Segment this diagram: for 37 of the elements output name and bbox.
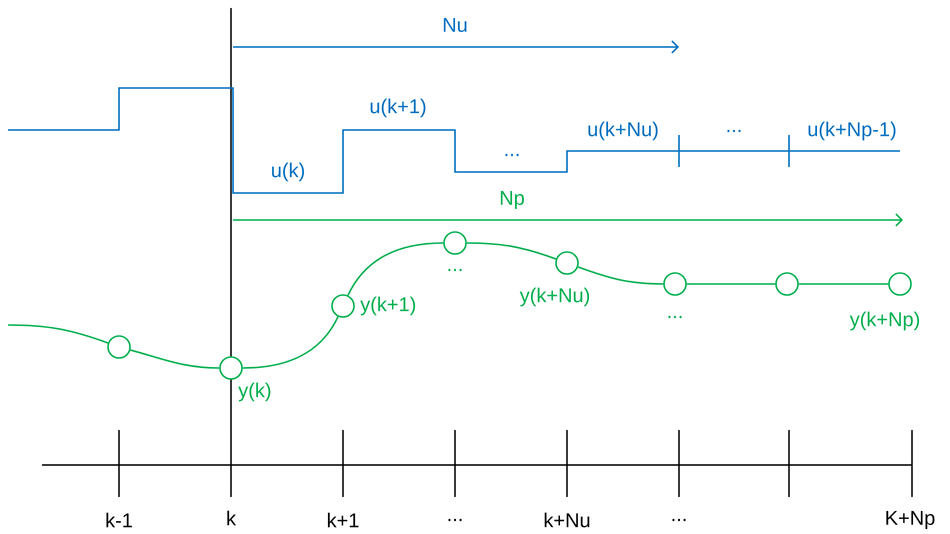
signal-label: u(k+1): [370, 98, 426, 118]
signal-label: u(k): [272, 162, 304, 182]
data-point: [443, 231, 467, 255]
response-curve: [8, 324, 108, 344]
horizon-label: Nu: [444, 18, 466, 32]
data-point: [775, 272, 799, 296]
point-label: y(k+Nu): [520, 288, 590, 306]
tick-label: k+1: [328, 512, 358, 528]
response-curve: [578, 266, 664, 285]
data-point: [555, 251, 579, 275]
ellipsis: ...: [728, 130, 741, 132]
tick-label: k: [227, 510, 236, 526]
response-curve: [347, 242, 444, 296]
tick-label: ...: [448, 518, 462, 522]
tick-label: k+Nu: [544, 512, 590, 528]
data-point: [219, 356, 243, 380]
data-point: [888, 272, 912, 296]
response-curve: [466, 242, 556, 260]
response-curve: [130, 349, 220, 369]
data-point: [331, 294, 355, 318]
point-label: ...: [668, 316, 682, 318]
data-point: [107, 335, 131, 359]
response-curve: [686, 283, 776, 285]
signal-label: u(k+Nu): [588, 122, 658, 140]
point-label: y(k): [238, 382, 270, 402]
signal-label: u(k+Np-1): [808, 122, 896, 140]
tick-label: K+Np: [886, 511, 934, 529]
data-point: [663, 272, 687, 296]
response-curve: [242, 316, 339, 369]
horizon-label: Np: [500, 191, 524, 209]
tick-label: k-1: [106, 512, 132, 528]
response-curve: [798, 283, 888, 285]
point-label: y(k+Np): [850, 312, 920, 330]
point-label: y(k+1): [360, 296, 416, 316]
tick-label: ...: [672, 518, 686, 522]
ellipsis: ...: [506, 154, 519, 156]
point-label: ...: [448, 268, 462, 272]
